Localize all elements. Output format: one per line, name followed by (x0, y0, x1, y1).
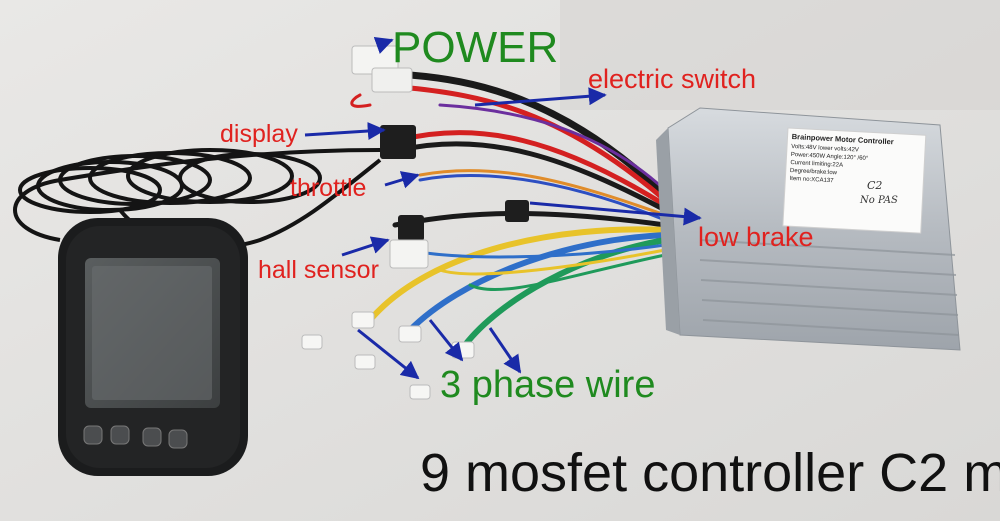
arrow-display (304, 122, 386, 141)
arrow-low-brake (529, 201, 702, 226)
label-hall-sensor: hall sensor (258, 256, 379, 284)
mode-button (110, 425, 130, 445)
phase-connector-6 (409, 384, 431, 400)
phase-connector-1 (351, 311, 375, 329)
wire-bundle (350, 71, 669, 228)
caption: 9 mosfet controller C2 m (420, 443, 1000, 503)
down-button (142, 427, 162, 447)
arrow-phase-3 (488, 327, 522, 374)
arrow-throttle (384, 171, 420, 189)
lcd-display-unit (58, 218, 248, 476)
sticker-handwriting-c2: C2 (867, 179, 883, 192)
label-throttle: throttle (290, 174, 367, 202)
arrow-electric-switch (474, 87, 607, 107)
sticker-text: Brainpower Motor Controller Volts:48V lo… (789, 132, 925, 189)
coiled-display-cable (13, 148, 382, 251)
power-button (168, 429, 188, 449)
label-electric-switch: electric switch (588, 64, 757, 94)
arrow-power (373, 36, 394, 54)
label-low-brake: low brake (698, 222, 814, 252)
sticker-handwriting-no-pas: No PAS (860, 195, 898, 206)
motor-controller (656, 107, 961, 351)
phase-connector-4 (301, 334, 323, 350)
annotation-arrows (304, 36, 702, 380)
arrow-phase-1 (357, 328, 420, 380)
label-power: POWER (392, 23, 559, 72)
label-3-phase-wire: 3 phase wire (440, 364, 656, 406)
display-connector (380, 125, 416, 159)
arrow-hall-sensor (341, 236, 390, 257)
background-shadow (560, 0, 1000, 110)
label-display: display (220, 120, 298, 148)
phase-connector-5 (354, 354, 376, 370)
phase-wires (367, 226, 668, 348)
up-button (83, 425, 103, 445)
hall-connector (389, 239, 429, 269)
phase-connector-2 (398, 325, 422, 343)
brake-connector (505, 200, 529, 222)
throttle-connector (398, 215, 424, 241)
arrow-phase-2 (428, 319, 464, 362)
display-buttons (83, 425, 188, 449)
controller-sticker (782, 127, 927, 234)
